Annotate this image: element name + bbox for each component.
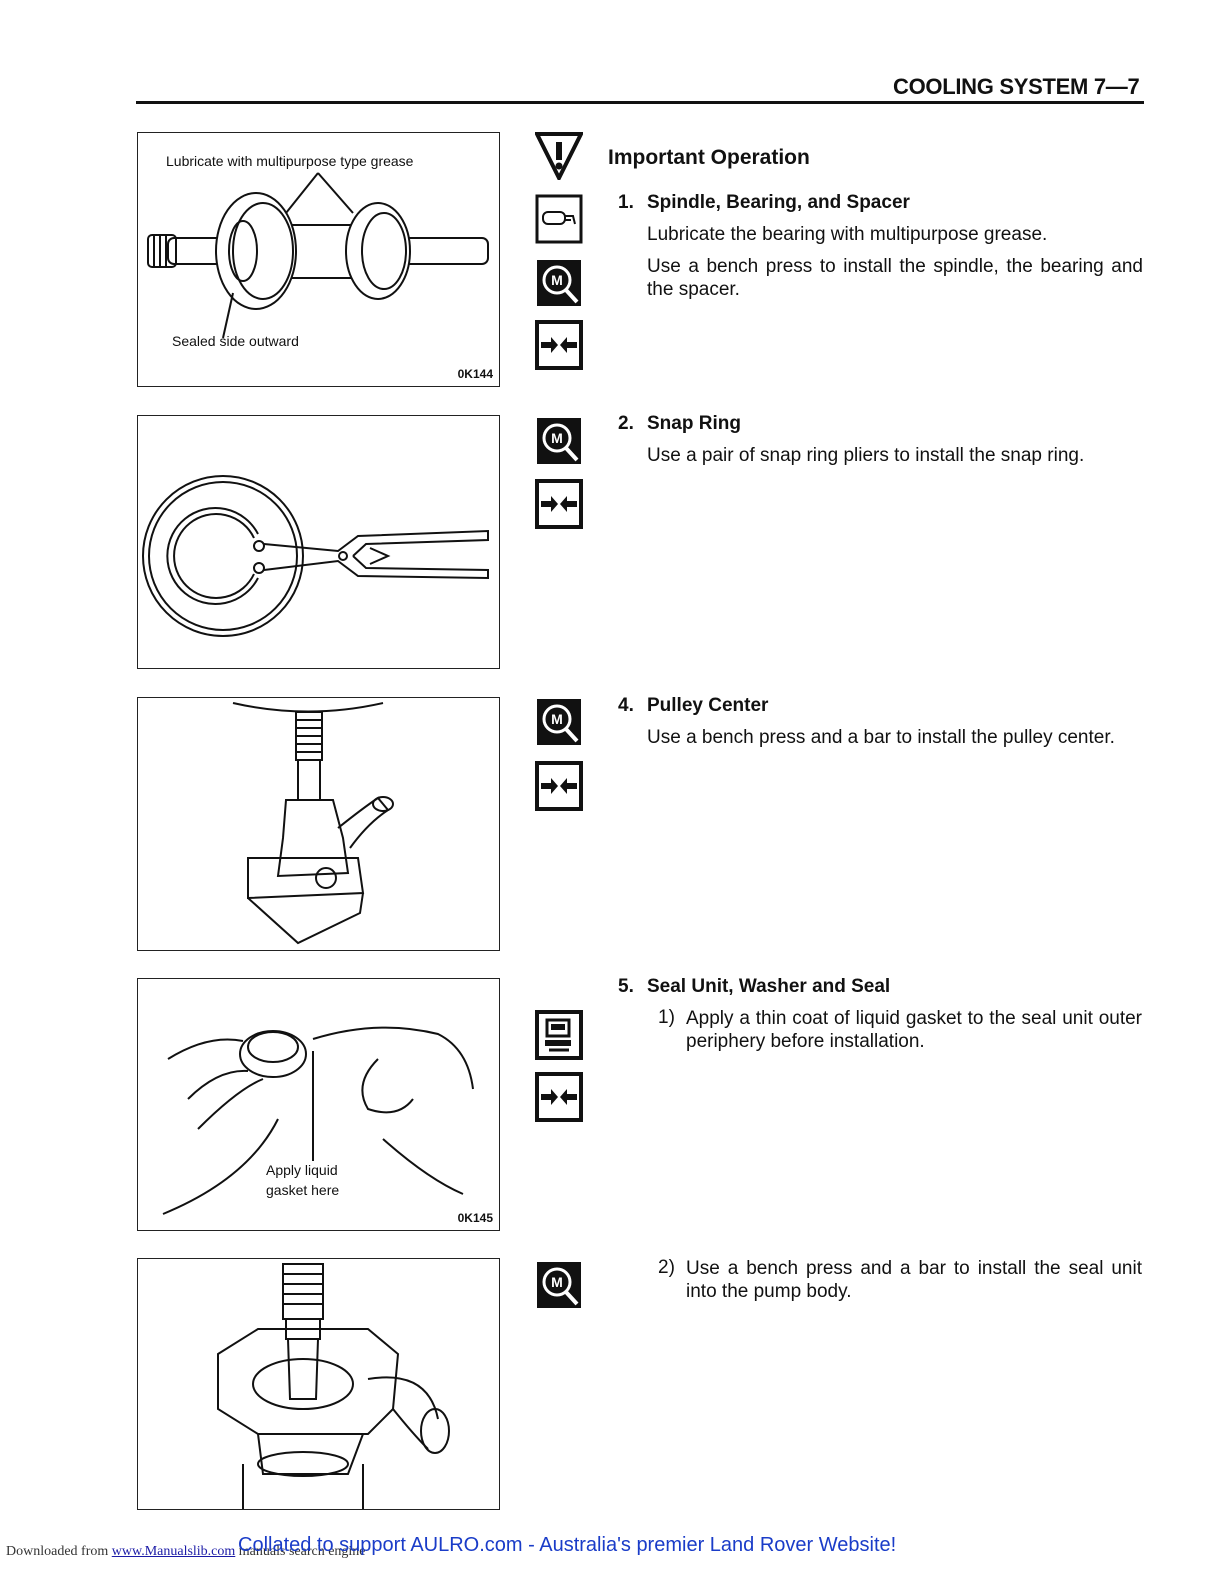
substep-number: 1): [658, 1007, 675, 1028]
figure-code: 0K145: [457, 1211, 493, 1225]
step-number: 4.: [618, 695, 634, 716]
svg-text:M: M: [551, 1274, 563, 1290]
step-paragraph: Lubricate the bearing with multipurpose …: [647, 224, 1048, 245]
svg-text:M: M: [551, 272, 563, 288]
install-arrows-icon: [535, 1072, 583, 1122]
figure-pulley-center: [137, 697, 500, 951]
figure-label-lubricate: Lubricate with multipurpose type grease: [166, 153, 414, 169]
figure-seal-unit-press: [137, 1258, 500, 1510]
liquid-gasket-icon: [535, 1010, 583, 1060]
figure-spindle-bearing: Lubricate with multipurpose type grease …: [137, 132, 500, 387]
step-title: Pulley Center: [647, 695, 769, 716]
special-tool-icon: M: [535, 1260, 583, 1310]
pulley-center-illustration: [232, 702, 394, 945]
header-rule: [136, 101, 1144, 104]
step-title: Seal Unit, Washer and Seal: [647, 976, 891, 997]
grease-icon: [535, 194, 583, 244]
liquid-gasket-illustration: [162, 1026, 474, 1215]
step-paragraph: Use a bench press to install the spindle…: [647, 256, 1143, 300]
spindle-bearing-illustration: [147, 172, 489, 339]
figure-liquid-gasket: Apply liquid gasket here 0K145: [137, 978, 500, 1231]
step-number: 1.: [618, 192, 634, 213]
substep-paragraph: Use a bench press and a bar to install t…: [686, 1258, 1142, 1302]
figure-code: 0K144: [457, 367, 493, 381]
step-number: 5.: [618, 976, 634, 997]
manualslib-link[interactable]: www.Manualslib.com: [111, 1544, 236, 1559]
substep-number: 2): [658, 1257, 675, 1278]
figure-label-apply-gasket: Apply liquid gasket here: [266, 1162, 340, 1198]
section-title: Important Operation: [608, 146, 810, 169]
download-source-text: Downloaded from www.Manualslib.com manua…: [6, 1544, 366, 1559]
step-title: Snap Ring: [647, 413, 741, 434]
special-tool-icon: M: [535, 416, 583, 466]
step-paragraph: Use a bench press and a bar to install t…: [647, 727, 1115, 748]
step-paragraph: Use a pair of snap ring pliers to instal…: [647, 445, 1085, 466]
snap-ring-illustration: [142, 475, 489, 637]
step-title: Spindle, Bearing, and Spacer: [647, 192, 910, 213]
figure-label-sealed-side: Sealed side outward: [172, 333, 299, 349]
svg-text:M: M: [551, 430, 563, 446]
substep-paragraph: Apply a thin coat of liquid gasket to th…: [686, 1008, 1142, 1052]
install-arrows-icon: [535, 761, 583, 811]
special-tool-icon: M: [535, 697, 583, 747]
special-tool-icon: M: [535, 258, 583, 308]
page-header: COOLING SYSTEM 7—7: [893, 74, 1140, 99]
figure-snap-ring: [137, 415, 500, 669]
step-number: 2.: [618, 413, 634, 434]
collated-banner: Collated to support AULRO.com - Australi…: [238, 1534, 897, 1556]
install-arrows-icon: [535, 320, 583, 370]
svg-text:M: M: [551, 711, 563, 727]
seal-unit-press-illustration: [217, 1263, 450, 1509]
important-operation-icon: [535, 130, 583, 180]
page-footer: Downloaded from www.Manualslib.com manua…: [6, 1534, 1221, 1564]
install-arrows-icon: [535, 479, 583, 529]
